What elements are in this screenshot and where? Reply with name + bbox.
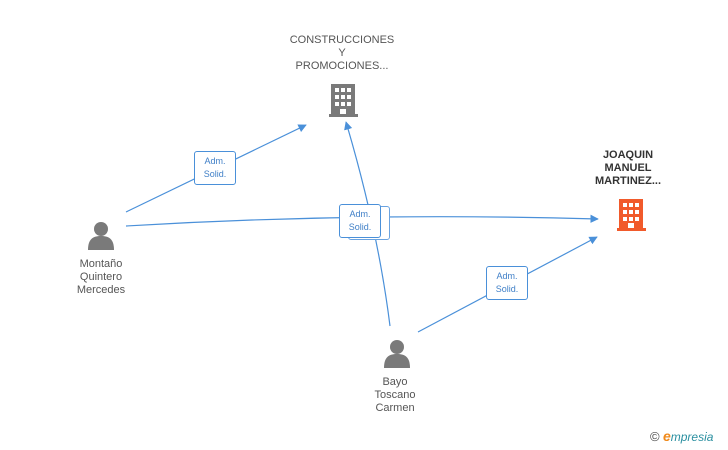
label-line: JOAQUIN (602, 149, 654, 161)
label-line: Montaño (79, 258, 123, 270)
person-icon[interactable] (88, 222, 114, 250)
label-line: MANUEL (604, 162, 652, 174)
person-icon[interactable] (384, 340, 410, 368)
person-label-bayo[interactable]: Bayo Toscano Carmen (350, 376, 440, 415)
badge-line: Adm. (496, 271, 518, 281)
label-line: MARTINEZ... (595, 175, 661, 187)
badge-line: Solid. (495, 284, 519, 294)
badge-line: Adm. (204, 156, 226, 166)
label-line: Toscano (374, 389, 416, 401)
copyright-symbol: © (650, 429, 660, 444)
building-icon[interactable] (329, 84, 358, 117)
building-icon[interactable] (617, 199, 646, 231)
edge-badge-montano-joaquin[interactable]: Adm. Solid. (339, 204, 381, 238)
label-line: Quintero (79, 271, 123, 283)
edge-badge-bayo-joaquin[interactable]: Adm. Solid. (486, 266, 528, 300)
label-line: Carmen (375, 402, 415, 414)
brand-logo-initial: e (662, 428, 671, 444)
brand-logo-text: mpresia (670, 430, 714, 444)
person-label-montano[interactable]: Montaño Quintero Mercedes (56, 258, 146, 297)
empresia-watermark[interactable]: © empresia (650, 428, 713, 444)
badge-line: Solid. (203, 169, 227, 179)
label-line: CONSTRUCCIONES (289, 34, 395, 46)
label-line: Mercedes (76, 284, 126, 296)
badge-line: Solid. (348, 222, 372, 232)
company-label-joaquin[interactable]: JOAQUIN MANUEL MARTINEZ... (578, 149, 678, 188)
label-line: Y (338, 47, 346, 59)
badge-line: Adm. (349, 209, 371, 219)
company-label-construcciones[interactable]: CONSTRUCCIONES Y PROMOCIONES... (282, 34, 402, 73)
label-line: Bayo (382, 376, 408, 388)
edge-badge-montano-construcciones[interactable]: Adm. Solid. (194, 151, 236, 185)
label-line: PROMOCIONES... (295, 60, 389, 72)
